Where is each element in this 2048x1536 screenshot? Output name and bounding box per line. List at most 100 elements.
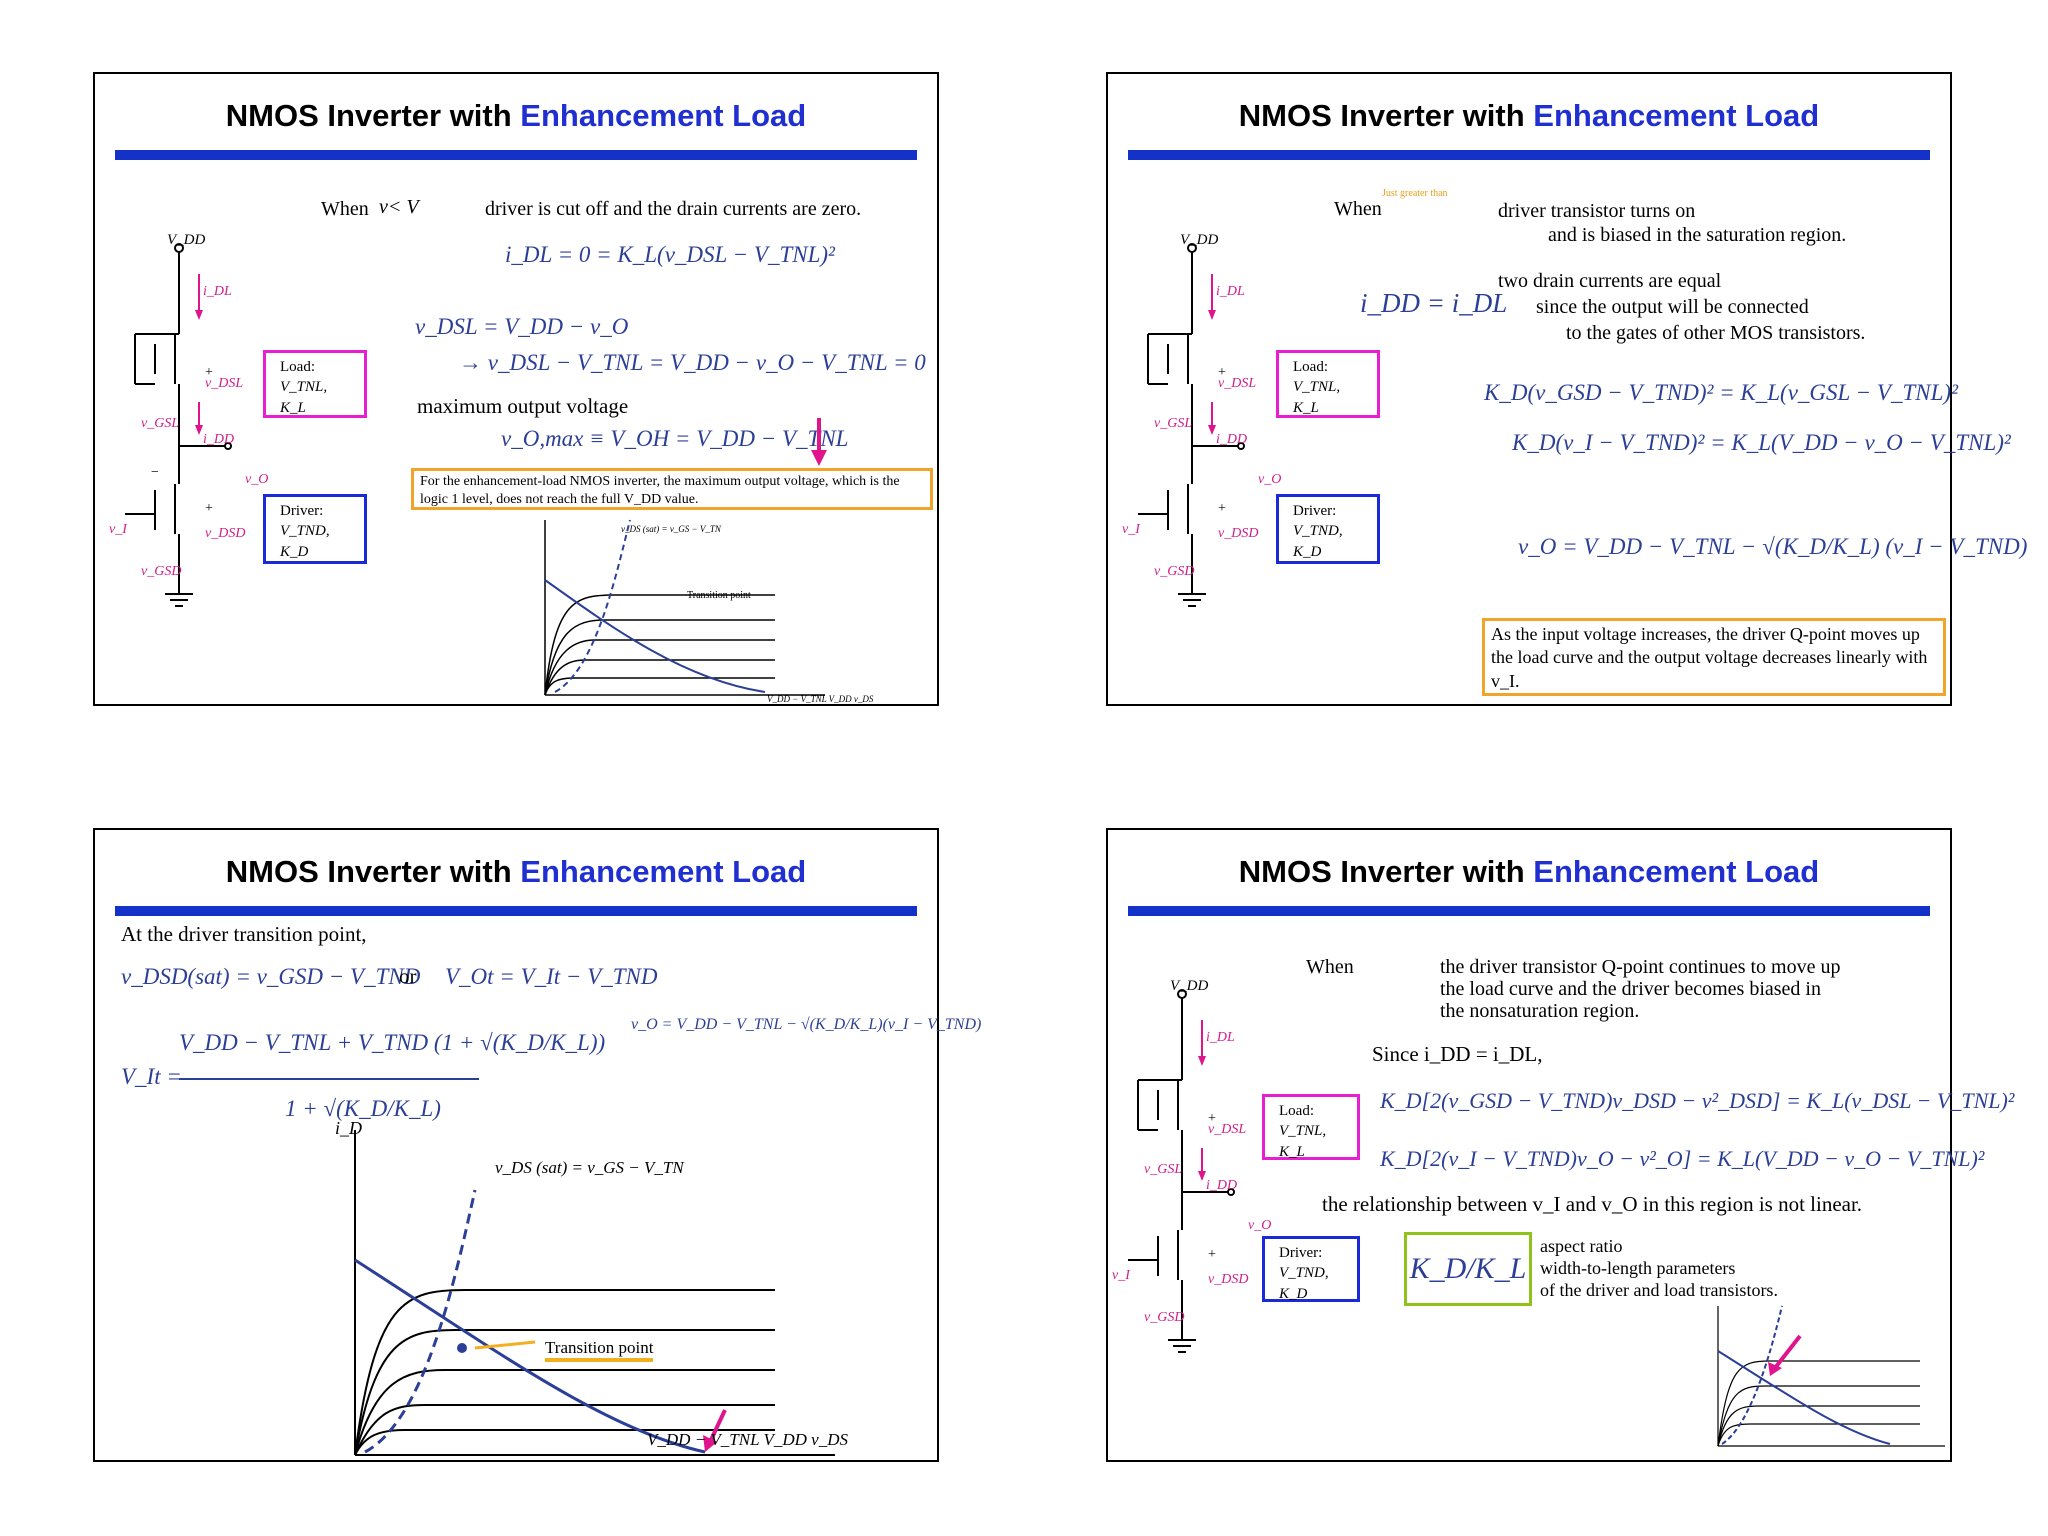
eq-nonsat-general: K_D[2(v_GSD − V_TND)v_DSD − v²_DSD] = K_… [1380,1088,2015,1113]
vo-label: v_O [1248,1218,1272,1233]
ratio-text: K_D/K_L [1409,1251,1527,1285]
driver-params: V_TND, K_D [1279,1265,1329,1302]
idl-label: i_DL [1206,1030,1235,1045]
vi-label: v_I [1112,1268,1130,1283]
graph-sat-label: v_DS (sat) = v_GS − V_TN [495,1158,684,1177]
idd-label: i_DD [1216,432,1248,447]
equal-text-2: since the output will be connected [1536,296,1809,318]
driver-label: Driver: [1293,503,1337,519]
idd-label: i_DD [1206,1178,1238,1193]
circuit-diagram: ++ [1128,989,1235,1353]
title-bar [1128,150,1930,160]
eq-vit-lhs: V_It = [121,1064,182,1089]
equal-text-3: to the gates of other MOS transistors. [1566,322,1866,344]
ratio-text-1: aspect ratio [1540,1236,1623,1256]
vdsd-label: v_DSD [205,526,246,541]
eq-currents-equal: i_DD = i_DL [1360,288,1508,318]
when-prefix: When [321,198,369,220]
load-label: Load: [1279,1103,1314,1119]
title-bar [115,906,917,916]
eq-vdsl: v_DSL = V_DD − v_O [415,314,629,339]
slide-3: NMOS Inverter with Enhancement Load At t… [93,828,981,1462]
vgsd-label: v_GSD [1154,564,1195,579]
eq-vo-linear: v_O = V_DD − V_TNL − √(K_D/K_L) (v_I − V… [1518,534,2028,559]
vgsl-label: v_GSL [1154,416,1193,431]
vdd-label: V_DD [1180,232,1219,248]
id-vds-graph [544,519,825,696]
svg-text:+: + [1218,365,1226,380]
max-output-label: maximum output voltage [417,394,629,418]
note-box: For the enhancement-load NMOS inverter, … [411,468,933,510]
vdsl-label: v_DSL [205,376,244,391]
ratio-text-2: width-to-length parameters [1540,1258,1736,1278]
note-box: As the input voltage increases, the driv… [1482,618,1946,696]
eq-vit-den: 1 + √(K_D/K_L) [285,1096,441,1121]
when-prefix: When [1306,956,1354,978]
slide-1: NMOS Inverter with Enhancement Load ++ −… [93,72,939,706]
driver-box: Driver: V_TND, K_D [1276,494,1380,564]
svg-text:+: + [205,365,213,380]
eq-nonsat-vi: K_D[2(v_I − V_TND)v_O − v²_O] = K_L(V_DD… [1380,1146,1985,1171]
load-box: Load: V_TNL, K_L [1262,1094,1360,1160]
svg-text:+: + [1208,1247,1216,1262]
graph-transition-label: Transition point [545,1338,654,1362]
when-text-1: driver transistor turns on [1498,200,1696,222]
idl-label: i_DL [203,284,232,299]
vdd-label: V_DD [1170,978,1209,994]
graph-sat-label: v_DS (sat) = v_GS − V_TN [621,524,721,534]
vgsd-label: v_GSD [141,564,182,579]
slide-title: NMOS Inverter with Enhancement Load [1238,854,1820,889]
vdsd-label: v_DSD [1218,526,1259,541]
graph-xlabel: V_DD − V_TNL V_DD v_DS [647,1430,848,1449]
title-bar [115,150,917,160]
when-text-2: and is biased in the saturation region. [1548,224,1847,246]
driver-label: Driver: [1279,1245,1323,1261]
id-vds-graph [354,1130,835,1456]
when-text-3: the nonsaturation region. [1440,1000,1640,1022]
since-text: Since i_DD = i_DL, [1372,1042,1543,1066]
eq-kd-kl-vi: K_D(v_I − V_TND)² = K_L(V_DD − v_O − V_T… [1512,430,2011,455]
relationship-text: the relationship between v_I and v_O in … [1322,1192,1863,1216]
driver-params: V_TND, K_D [1293,523,1343,560]
when-prefix: When [1334,198,1382,220]
circuit-diagram: ++ [1138,243,1245,607]
driver-box: Driver: V_TND, K_D [263,494,367,564]
slide-title: NMOS Inverter with Enhancement Load [225,854,807,889]
graph-transition-label: Transition point [687,590,751,601]
fraction-bar [179,1078,479,1080]
when-text: driver is cut off and the drain currents… [485,198,862,220]
driver-params: V_TND, K_D [280,523,330,560]
load-box: Load: V_TNL, K_L [263,350,367,418]
load-params: V_TNL, K_L [1279,1123,1327,1160]
load-label: Load: [1293,359,1328,375]
vo-label: v_O [1258,472,1282,487]
circuit-diagram: ++ − [125,243,232,607]
eq-kd-kl-gs: K_D(v_GSD − V_TND)² = K_L(v_GSL − V_TNL)… [1484,380,1958,405]
slide-4: NMOS Inverter with Enhancement Load ++ V… [1106,828,2014,1462]
vi-label: v_I [1122,522,1140,537]
when-text-2: the load curve and the driver becomes bi… [1440,978,1821,1000]
vo-label: v_O [245,472,269,487]
load-box: Load: V_TNL, K_L [1276,350,1380,418]
load-params: V_TNL, K_L [280,379,328,416]
ratio-box: K_D/K_L [1404,1232,1532,1306]
eq-vit-num: V_DD − V_TNL + V_TND (1 + √(K_D/K_L)) [179,1030,606,1055]
or-text: or [399,964,417,988]
eq-vdsd-sat: v_DSD(sat) = v_GSD − V_TND [121,964,421,989]
eq-vot: V_Ot = V_It − V_TND [445,964,658,989]
load-params: V_TNL, K_L [1293,379,1341,416]
svg-text:+: + [1208,1111,1216,1126]
hint-text: Just greater than [1382,188,1448,199]
graph-xlabel: V_DD − V_TNL V_DD v_DS [767,694,874,704]
down-arrow-icon [811,418,827,466]
idl-label: i_DL [1216,284,1245,299]
vdd-label: V_DD [167,232,206,248]
eq-current: i_DL = 0 = K_L(v_DSL − V_TNL)² [505,242,835,267]
slide-title: NMOS Inverter with Enhancement Load [1238,98,1820,133]
driver-label: Driver: [280,503,324,519]
ratio-text-3: of the driver and load transistors. [1540,1280,1778,1300]
load-label: Load: [280,359,315,375]
when-text-1: the driver transistor Q-point continues … [1440,956,1841,978]
idd-label: i_DD [203,432,235,447]
svg-text:−: − [151,465,159,480]
